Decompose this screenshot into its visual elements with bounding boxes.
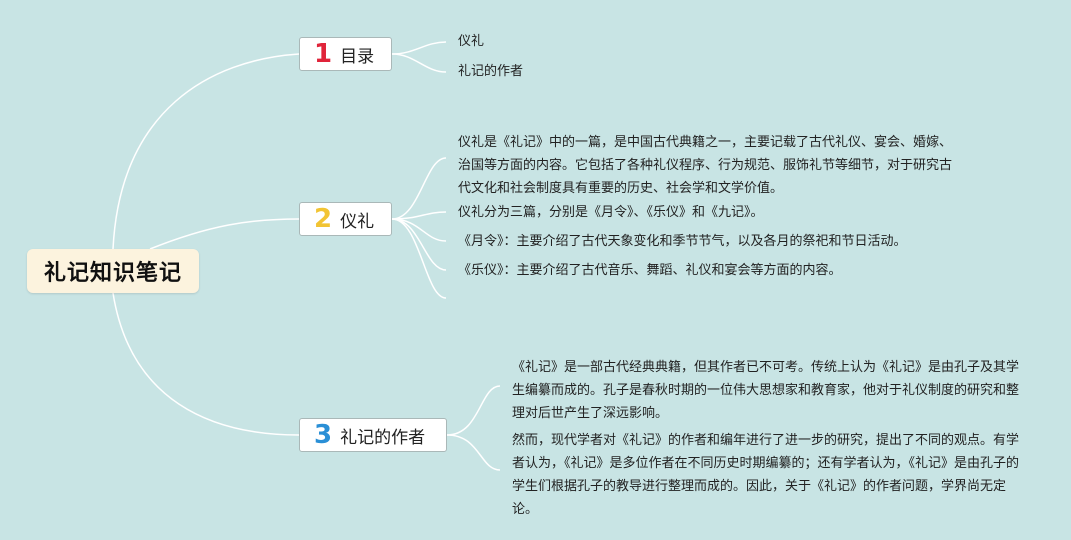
connector-topic1-leaf1 — [391, 41, 447, 55]
connector-topic2-leaf1 — [391, 157, 447, 220]
connector-root-topic-2 — [149, 218, 300, 250]
topic-node-contents[interactable]: 1 目录 — [299, 37, 392, 71]
connector-topic3-leaf1 — [446, 385, 501, 436]
leaf-yili-yueyi[interactable]: 《乐仪》：主要介绍了古代音乐、舞蹈、礼仪和宴会等方面的内容。 — [458, 263, 842, 278]
connector-topic2-leaf4 — [391, 218, 447, 271]
topic-label-contents: 目录 — [340, 46, 375, 67]
leaf-yili-three-parts[interactable]: 仪礼分为三篇，分别是《月令》、《乐仪》和《九记》。 — [458, 205, 764, 220]
topic-label-yili: 仪礼 — [340, 211, 375, 232]
leaf-contents-author[interactable]: 礼记的作者 — [458, 64, 524, 79]
connector-topic3-leaf2 — [446, 434, 501, 471]
connector-topic2-leaf2 — [391, 211, 447, 220]
connector-topic2-leaf3 — [391, 218, 447, 242]
leaf-yili-intro[interactable]: 仪礼是《礼记》中的一篇，是中国古代典籍之一，主要记载了古代礼仪、宴会、婚嫁、治国… — [458, 135, 953, 196]
leaf-contents-yili[interactable]: 仪礼 — [458, 34, 485, 49]
leaf-author-modern[interactable]: 然而，现代学者对《礼记》的作者和编年进行了进一步的研究，提出了不同的观点。有学者… — [512, 433, 1020, 517]
root-title: 礼记知识笔记 — [43, 261, 182, 286]
topic-number-3: 3 — [314, 420, 333, 450]
topic-number-1: 1 — [314, 39, 333, 69]
leaf-yili-yueling[interactable]: 《月令》：主要介绍了古代天象变化和季节节气，以及各月的祭祀和节日活动。 — [458, 234, 907, 249]
connector-topic2-leaf5 — [391, 218, 447, 299]
topic-node-author[interactable]: 3 礼记的作者 — [299, 418, 447, 452]
root-node[interactable]: 礼记知识笔记 — [27, 249, 199, 293]
topic-node-yili[interactable]: 2 仪礼 — [299, 202, 392, 236]
topic-number-2: 2 — [314, 204, 333, 234]
connector-topic1-leaf2 — [391, 53, 447, 73]
connector-root-topic-3 — [112, 292, 300, 436]
leaf-author-traditional[interactable]: 《礼记》是一部古代经典典籍，但其作者已不可考。传统上认为《礼记》是由孔子及其学生… — [512, 360, 1020, 421]
topic-label-author: 礼记的作者 — [340, 427, 426, 448]
connector-root-topic-1 — [112, 53, 300, 250]
